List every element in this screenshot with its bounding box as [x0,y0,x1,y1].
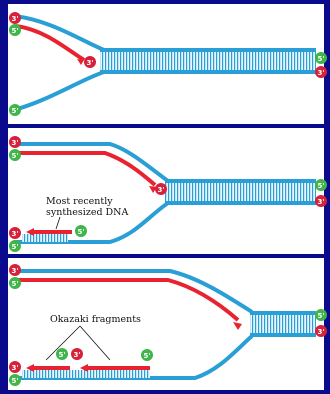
end-5prime-marker [9,24,21,36]
end-5prime-marker [315,309,327,321]
stage-2-label: Most recently synthesized DNA [46,196,128,230]
end-5prime-marker [9,240,21,252]
end-3prime-marker [155,183,167,195]
end-3prime-marker [9,136,21,148]
end-3prime-marker [315,195,327,207]
stage-3-end-labels: 3' 5' 5' 3' 5' 3' 5' 5' 3' [9,264,327,386]
end-5prime-marker [9,149,21,161]
end-5prime-marker [9,277,21,289]
end-3prime-marker [9,361,21,373]
end-5prime-marker [141,349,153,361]
svg-text:3': 3' [11,139,18,147]
svg-text:5': 5' [11,107,18,115]
svg-text:3': 3' [317,69,324,77]
stage-3-fork [14,269,316,380]
end-3prime-marker [9,264,21,276]
svg-text:5': 5' [11,377,18,385]
okazaki-label: Okazaki fragments [50,314,141,325]
svg-text:3': 3' [73,351,80,359]
end-3prime-marker [315,325,327,337]
svg-text:3': 3' [317,198,324,206]
stage-2-fork [14,142,316,244]
end-5prime-marker [315,179,327,191]
svg-text:5': 5' [11,27,18,35]
stage-1-fork [13,14,316,112]
stage-3-label: Okazaki fragments [45,314,141,361]
end-5prime-marker [315,52,327,64]
stage-2-end-labels: 3' 5' 3' 3' 5' 5' 5' 3' [9,136,327,252]
svg-text:3': 3' [11,364,18,372]
svg-text:5': 5' [77,228,84,236]
end-5prime-marker [56,348,68,360]
svg-text:3': 3' [317,328,324,336]
svg-text:5': 5' [317,55,324,63]
stage-1-end-labels: 3' 5' 3' 5' 5' 3' [9,12,327,116]
svg-text:3': 3' [11,267,18,275]
svg-text:3': 3' [157,186,164,194]
svg-text:3': 3' [11,230,18,238]
end-3prime-marker [9,12,21,24]
svg-text:5': 5' [11,152,18,160]
end-3prime-marker [71,348,83,360]
most-recent-label-line1: Most recently [46,196,113,207]
svg-text:3': 3' [11,15,18,23]
svg-text:5': 5' [317,312,324,320]
end-3prime-marker [9,227,21,239]
svg-text:5': 5' [143,352,150,360]
most-recent-label-line2: synthesized DNA [46,207,128,218]
svg-text:5': 5' [11,280,18,288]
svg-text:5': 5' [58,351,65,359]
svg-text:3': 3' [86,59,93,67]
svg-text:5': 5' [11,243,18,251]
end-3prime-marker [315,66,327,78]
svg-text:5': 5' [317,182,324,190]
end-5prime-marker [75,225,87,237]
end-5prime-marker [9,374,21,386]
end-3prime-marker [84,56,96,68]
end-5prime-marker [9,104,21,116]
